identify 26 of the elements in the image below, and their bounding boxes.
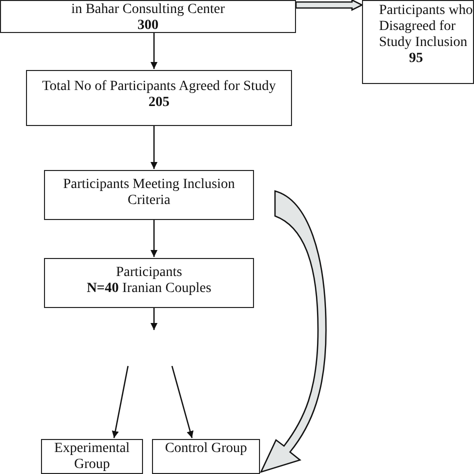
process-box bbox=[41, 439, 143, 474]
box-label: Control Group bbox=[164, 441, 248, 458]
box-label: Participants who Disagreed for Study Inclusion bbox=[379, 3, 473, 52]
arrow bbox=[150, 33, 158, 69]
count-label: 205 bbox=[148, 95, 170, 112]
process-box bbox=[26, 70, 292, 126]
box-label: Participants Meeting Inclusion Criteria bbox=[62, 177, 236, 210]
arrow bbox=[150, 308, 158, 330]
count-label: 300 bbox=[138, 18, 158, 34]
box-label: Participants bbox=[116, 265, 182, 282]
arrow bbox=[112, 366, 129, 438]
box-label: N=40 Iranian Couples bbox=[86, 281, 212, 298]
box-label: Experimental Group bbox=[53, 441, 131, 474]
arrow bbox=[150, 220, 158, 257]
box-label: in Bahar Consulting Center bbox=[71, 2, 225, 18]
process-box bbox=[44, 170, 254, 220]
arrow bbox=[171, 366, 194, 438]
process-box bbox=[44, 258, 254, 308]
process-box bbox=[362, 0, 474, 84]
box-label: Total No of Participants Agreed for Study bbox=[42, 79, 276, 96]
process-box bbox=[0, 0, 296, 33]
process-box bbox=[152, 439, 260, 474]
count-label: 95 bbox=[409, 51, 423, 68]
block-arrow bbox=[260, 190, 327, 473]
block-arrow bbox=[295, 0, 364, 12]
arrow bbox=[150, 126, 158, 169]
